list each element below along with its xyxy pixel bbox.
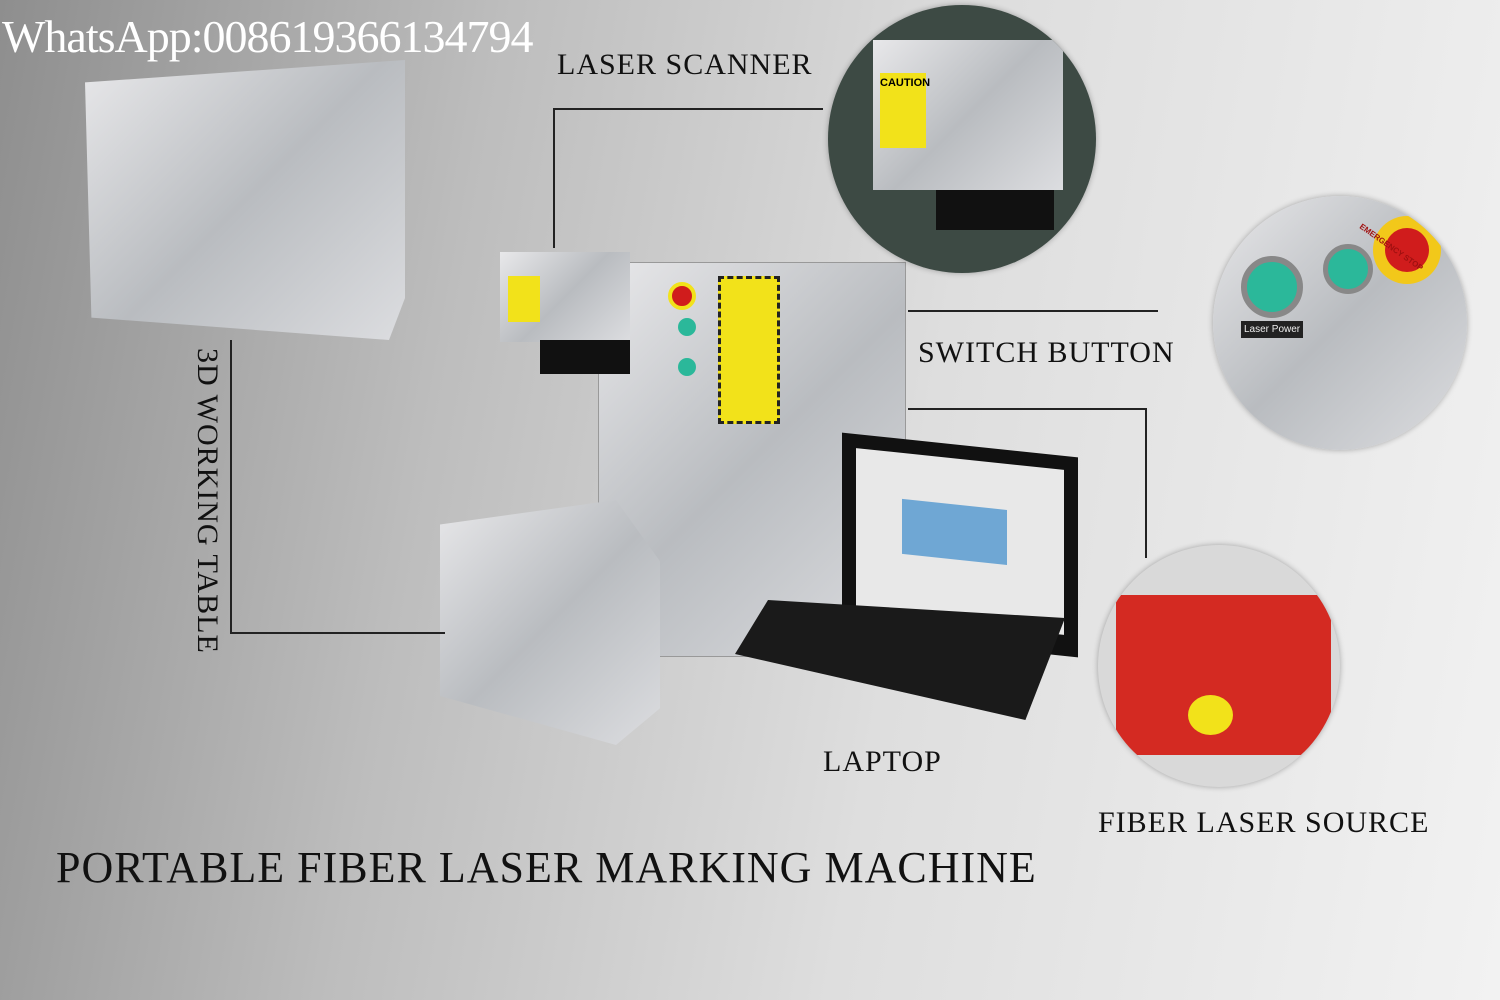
- green-button: [678, 358, 696, 376]
- laptop-label: LAPTOP: [823, 745, 942, 778]
- fiber-source-closeup-photo: [1098, 545, 1340, 787]
- laser-power-text: Laser Power: [1241, 321, 1304, 338]
- working-table-label: 3D WORKING TABLE: [191, 348, 224, 654]
- fiber-laser-source-label: FIBER LASER SOURCE: [1098, 806, 1430, 839]
- scanner-connector-line: [553, 108, 555, 248]
- switch-connector-line: [908, 310, 1158, 312]
- caution-label: [508, 276, 540, 322]
- working-table-photo-large: [85, 60, 405, 340]
- laser-scanner-label: LASER SCANNER: [557, 48, 813, 81]
- scanner-connector-line: [553, 108, 823, 110]
- switch-closeup-photo: EMERGENCY STOP Laser Power: [1213, 196, 1467, 450]
- green-button: [678, 318, 696, 336]
- laptop-keyboard: [735, 600, 1065, 720]
- scanner-closeup-photo: CAUTION: [828, 5, 1096, 273]
- page-title: PORTABLE FIBER LASER MARKING MACHINE: [56, 843, 1037, 892]
- attention-sticker: [718, 276, 780, 424]
- scanner-lens: [540, 340, 630, 374]
- table-connector-line: [230, 632, 445, 634]
- caution-text: CAUTION: [880, 73, 930, 148]
- source-connector-line: [1145, 408, 1147, 558]
- source-connector-line: [908, 408, 1146, 410]
- table-connector-line: [230, 340, 232, 632]
- whatsapp-watermark: WhatsApp:008619366134794: [2, 11, 534, 62]
- emergency-stop-button: [668, 282, 696, 310]
- switch-button-label: SWITCH BUTTON: [918, 336, 1175, 369]
- working-table-photo-small: [440, 500, 660, 745]
